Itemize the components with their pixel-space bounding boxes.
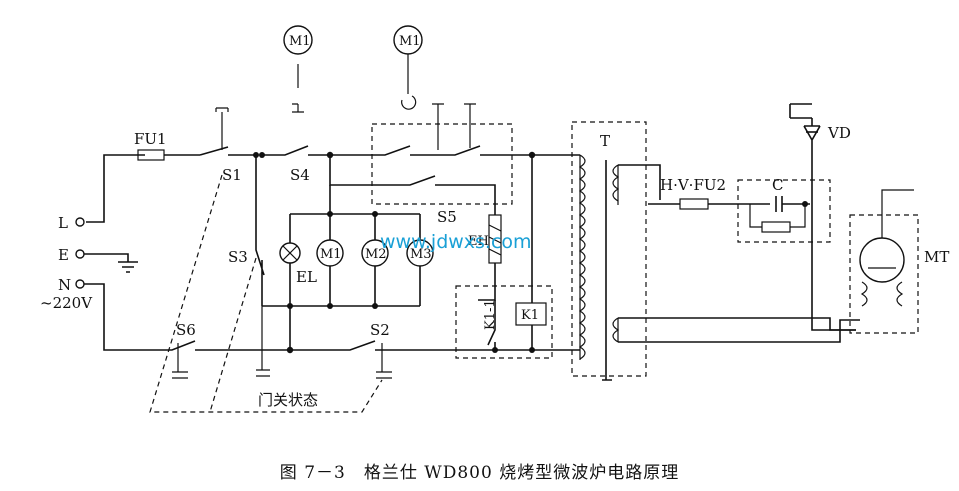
power-input: L E N ~220V [40, 154, 160, 351]
timer-motor-m1-label: M1 [289, 34, 311, 49]
switch-s3: S3 [228, 155, 270, 377]
fu1-label: FU1 [134, 130, 167, 148]
hv-diode-vd: VD [789, 103, 856, 331]
door-state-linkage: 门关状态 [149, 174, 383, 413]
s2-label: S2 [370, 321, 390, 339]
lamp-el-label: EL [296, 268, 317, 286]
vd-label: VD [827, 124, 851, 142]
terminal-l-label: L [58, 214, 68, 232]
hv-capacitor-c: C [737, 176, 831, 243]
svg-text:M1: M1 [399, 34, 421, 49]
fuse-fu1: FU1 [134, 130, 188, 161]
mt-label: MT [924, 248, 949, 266]
load-branch: EL M1 M2 M3 [262, 185, 434, 350]
switch-s1: S1 [188, 107, 256, 184]
heater-eh: EH [468, 214, 502, 301]
motor-m3-label: M3 [410, 247, 432, 262]
magnetron-mt: MT [849, 189, 949, 334]
s3-label: S3 [228, 248, 248, 266]
s6-label: S6 [176, 321, 196, 339]
terminal-e-label: E [58, 246, 69, 264]
s5-label: S5 [437, 208, 457, 226]
c-label: C [772, 176, 783, 194]
k1-1-label: K1-1 [483, 299, 498, 330]
function-motor-m1: M1 [393, 25, 423, 110]
neutral-bus: S6 S2 [160, 321, 570, 379]
motor-m2-label: M2 [365, 247, 387, 262]
door-closed-label: 门关状态 [258, 391, 318, 409]
transformer-t: T [570, 121, 860, 381]
figure-caption: 图 7－3 格兰仕 WD800 烧烤型微波炉电路原理 [279, 463, 680, 483]
eh-label: EH [468, 234, 489, 249]
k1-label: K1 [521, 308, 539, 323]
motor-m1-label: M1 [320, 247, 342, 262]
hv-fuse: H·V·FU2 [648, 176, 738, 210]
t-label: T [600, 132, 610, 150]
watermark-text: www.jdwxs.com [380, 231, 532, 253]
switch-s5: S5 [329, 103, 513, 226]
s4-label: S4 [290, 166, 310, 184]
s1-label: S1 [222, 166, 242, 184]
voltage-label: ~220V [40, 294, 93, 312]
switch-s4: M1 S4 [262, 25, 330, 184]
hvfu2-label: H·V·FU2 [660, 176, 726, 194]
relay-k1: K1 K1-1 [455, 155, 553, 359]
terminal-n-label: N [58, 276, 71, 294]
